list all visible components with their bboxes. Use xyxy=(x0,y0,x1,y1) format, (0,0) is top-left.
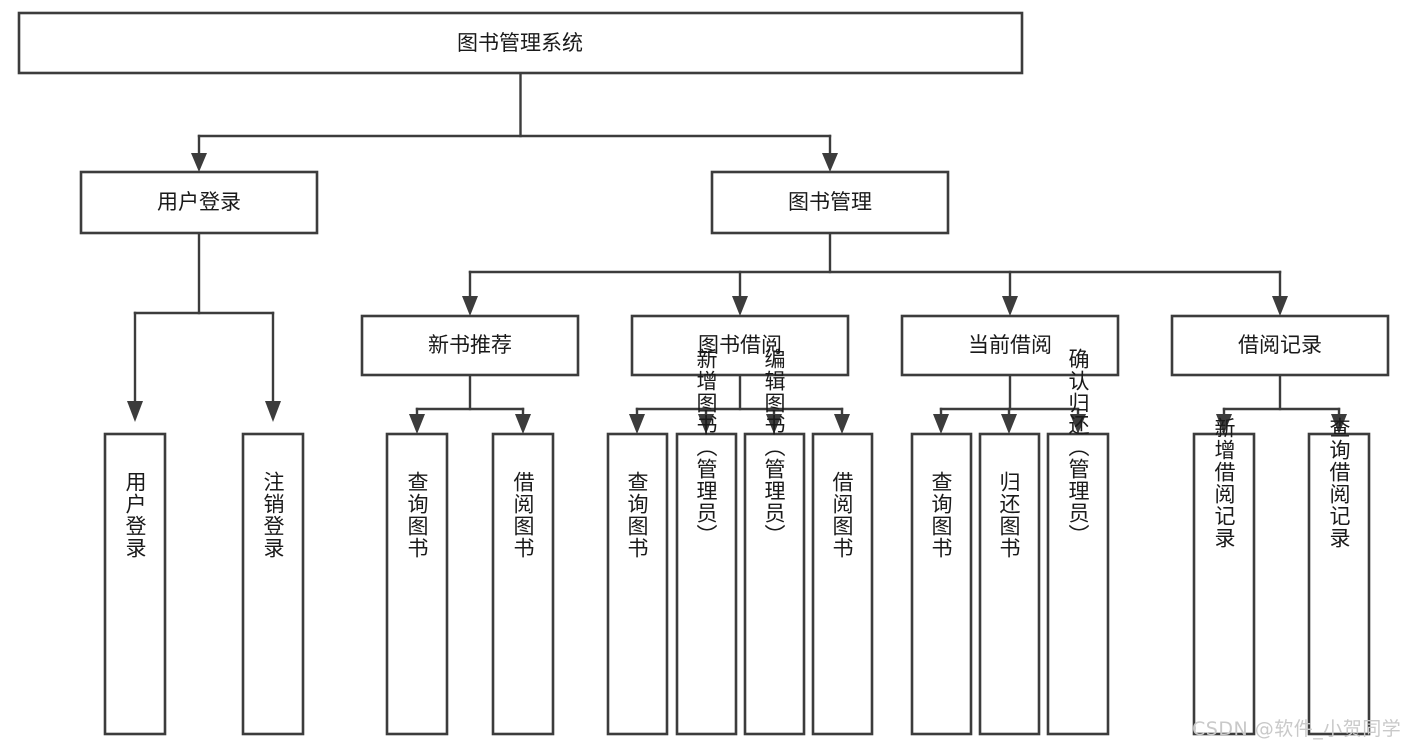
node-user-login[interactable]: 用户登录 xyxy=(79,170,319,235)
arrow-leaf-add-book xyxy=(698,414,714,434)
node-user-login-box[interactable] xyxy=(79,170,319,235)
node-leaf-query-record[interactable]: 查询借阅记录 xyxy=(1307,417,1371,736)
node-leaf-user-login[interactable]: 用户登录 xyxy=(103,432,167,736)
arrow-leaf-query-book-2 xyxy=(629,414,645,434)
node-leaf-borrow-book-1-label: 借阅图书 xyxy=(511,471,535,559)
node-leaf-add-book[interactable]: 新增图书（管理员） xyxy=(675,348,738,736)
node-leaf-query-book-1-box[interactable] xyxy=(385,432,449,736)
arrow-leaf-query-book-3 xyxy=(933,414,949,434)
node-leaf-user-login-label: 用户登录 xyxy=(123,471,147,559)
node-borrow-record-label: 借阅记录 xyxy=(1238,333,1322,357)
node-leaf-query-record-label: 查询借阅记录 xyxy=(1327,417,1351,549)
edge-group-user-login-to-leaves xyxy=(127,231,281,422)
arrow-to-user-login xyxy=(191,153,207,172)
node-leaf-query-book-1[interactable]: 查询图书 xyxy=(385,432,449,736)
node-leaf-query-book-3-label: 查询图书 xyxy=(929,471,953,559)
node-user-login-label: 用户登录 xyxy=(157,190,241,214)
node-leaf-borrow-book-1-box[interactable] xyxy=(491,432,555,736)
node-leaf-query-book-1-label: 查询图书 xyxy=(405,471,429,559)
node-leaf-logout-login-box[interactable] xyxy=(241,432,305,736)
node-book-manage-label: 图书管理 xyxy=(788,190,872,214)
node-leaf-confirm-return-box[interactable] xyxy=(1046,432,1110,736)
node-leaf-return-book-box[interactable] xyxy=(978,432,1041,736)
node-root-box[interactable] xyxy=(17,11,1024,75)
node-leaf-borrow-book-2[interactable]: 借阅图书 xyxy=(811,432,874,736)
arrow-leaf-query-record xyxy=(1331,414,1347,434)
arrow-leaf-logout-login xyxy=(265,401,281,422)
node-leaf-add-book-label: 新增图书（管理员） xyxy=(694,348,718,546)
arrow-leaf-confirm-return xyxy=(1070,414,1086,434)
node-book-borrow-box[interactable] xyxy=(630,314,850,377)
node-leaf-confirm-return-label: 确认归还（管理员） xyxy=(1066,348,1090,546)
edge-group-borrow-record-to-leaves xyxy=(1216,373,1347,434)
arrow-leaf-borrow-book-1 xyxy=(515,414,531,434)
arrow-to-borrow-record xyxy=(1272,296,1288,316)
node-current-borrow-label: 当前借阅 xyxy=(968,333,1052,357)
node-borrow-record[interactable]: 借阅记录 xyxy=(1170,314,1390,377)
node-leaf-query-record-box[interactable] xyxy=(1307,432,1371,736)
node-current-borrow[interactable]: 当前借阅 xyxy=(900,314,1120,377)
node-leaf-borrow-book-2-label: 借阅图书 xyxy=(830,471,854,559)
arrow-leaf-return-book xyxy=(1001,414,1017,434)
node-leaf-edit-book-box[interactable] xyxy=(743,432,806,736)
node-book-manage-box[interactable] xyxy=(710,170,950,235)
node-leaf-return-book-label: 归还图书 xyxy=(997,471,1021,559)
node-leaf-add-record-box[interactable] xyxy=(1192,432,1256,736)
edge-group-root-to-level2 xyxy=(191,71,838,172)
node-leaf-query-book-3-box[interactable] xyxy=(910,432,973,736)
node-leaf-confirm-return[interactable]: 确认归还（管理员） xyxy=(1046,348,1110,736)
arrow-leaf-add-record xyxy=(1216,414,1232,434)
csdn-watermark: CSDN @软件_小贺同学 xyxy=(1192,718,1402,740)
node-root-label: 图书管理系统 xyxy=(457,31,583,55)
node-leaf-borrow-book-1[interactable]: 借阅图书 xyxy=(491,432,555,736)
node-borrow-record-box[interactable] xyxy=(1170,314,1390,377)
node-current-borrow-box[interactable] xyxy=(900,314,1120,377)
node-leaf-user-login-box[interactable] xyxy=(103,432,167,736)
node-book-borrow-label: 图书借阅 xyxy=(698,333,782,357)
node-new-book-rec-box[interactable] xyxy=(360,314,580,377)
node-leaf-logout-login[interactable]: 注销登录 xyxy=(241,432,305,736)
edge-group-new-book-rec-to-leaves xyxy=(409,373,531,434)
edge-group-current-borrow-to-leaves xyxy=(933,373,1086,434)
node-leaf-add-record-label: 新增借阅记录 xyxy=(1212,417,1236,549)
node-leaf-edit-book-label: 编辑图书（管理员） xyxy=(762,348,786,546)
node-leaf-query-book-2[interactable]: 查询图书 xyxy=(606,432,669,736)
node-book-manage[interactable]: 图书管理 xyxy=(710,170,950,235)
node-root[interactable]: 图书管理系统 xyxy=(17,11,1024,75)
node-leaf-add-book-box[interactable] xyxy=(675,432,738,736)
node-leaf-add-record[interactable]: 新增借阅记录 xyxy=(1192,417,1256,736)
edge-group-book-borrow-to-leaves xyxy=(629,373,850,434)
arrow-leaf-user-login xyxy=(127,401,143,422)
arrow-to-new-book-rec xyxy=(462,296,478,316)
arrow-leaf-query-book-1 xyxy=(409,414,425,434)
node-leaf-logout-login-label: 注销登录 xyxy=(261,471,285,559)
arrow-to-book-manage xyxy=(822,153,838,172)
arrow-to-current-borrow xyxy=(1002,296,1018,316)
arrow-leaf-edit-book xyxy=(766,414,782,434)
node-leaf-borrow-book-2-box[interactable] xyxy=(811,432,874,736)
node-leaf-query-book-2-box[interactable] xyxy=(606,432,669,736)
node-leaf-edit-book[interactable]: 编辑图书（管理员） xyxy=(743,348,806,736)
node-new-book-rec-label: 新书推荐 xyxy=(428,333,512,357)
arrow-to-book-borrow xyxy=(732,296,748,316)
node-new-book-rec[interactable]: 新书推荐 xyxy=(360,314,580,377)
node-leaf-return-book[interactable]: 归还图书 xyxy=(978,432,1041,736)
node-book-borrow[interactable]: 图书借阅 xyxy=(630,314,850,377)
arrow-leaf-borrow-book-2 xyxy=(834,414,850,434)
node-leaf-query-book-3[interactable]: 查询图书 xyxy=(910,432,973,736)
node-leaf-query-book-2-label: 查询图书 xyxy=(625,471,649,559)
edge-group-book-manage-to-level3 xyxy=(462,231,1288,316)
